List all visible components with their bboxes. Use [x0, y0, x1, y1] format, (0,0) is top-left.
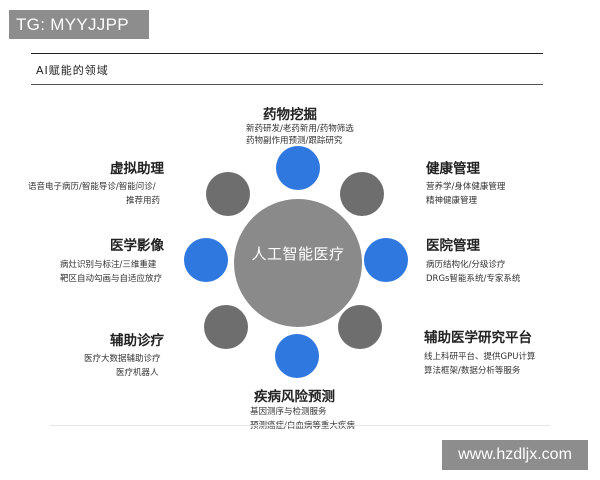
label-hospital-management: 医院管理 [426, 238, 480, 254]
desc-medical-imaging-1: 病灶识别与标注/三维重建 [60, 260, 157, 270]
watermark-badge-top: TG: MYYJJPP [9, 10, 149, 39]
desc-disease-prediction-1: 基因测序与检测服务 [250, 407, 327, 417]
desc-health-management-2: 精神健康管理 [426, 196, 478, 206]
desc-disease-prediction-2: 预测癌症/白血病等重大疾病 [250, 421, 355, 431]
desc-research-platform-2: 算法框架/数据分析等服务 [424, 366, 521, 376]
desc-hospital-management-2: DRGs智能系统/专家系统 [426, 274, 521, 284]
node-disease-prediction [275, 334, 319, 378]
watermark-badge-bottom: www.hzdljx.com [442, 440, 588, 470]
label-virtual-assistant: 虚拟助理 [110, 161, 164, 177]
footer-rule [50, 425, 550, 426]
node-medical-imaging [184, 238, 228, 282]
desc-assisted-diagnosis-1: 医疗大数据辅助诊疗 [84, 354, 161, 364]
header-top-rule [31, 53, 543, 54]
node-hospital-management [364, 238, 408, 282]
center-label: 人工智能医疗 [251, 245, 345, 263]
header-bottom-rule [31, 84, 543, 85]
label-research-platform: 辅助医学研究平台 [424, 330, 532, 346]
node-virtual-assistant [206, 172, 250, 216]
node-health-management [340, 172, 384, 216]
label-disease-prediction: 疾病风险预测 [254, 389, 335, 405]
desc-drug-mining-2: 药物副作用预测/跟踪研究 [246, 136, 343, 146]
desc-virtual-assistant-1: 语音电子病历/智能导诊/智能问诊/ [28, 182, 156, 192]
label-medical-imaging: 医学影像 [110, 238, 164, 254]
node-drug-mining [276, 146, 320, 190]
node-assisted-diagnosis [204, 305, 248, 349]
desc-health-management-1: 营养学/身体健康管理 [426, 182, 506, 192]
center-node [234, 199, 362, 327]
label-health-management: 健康管理 [426, 161, 480, 177]
node-research-platform [338, 305, 382, 349]
desc-research-platform-1: 线上科研平台、提供GPU计算 [424, 352, 536, 362]
desc-assisted-diagnosis-2: 医疗机器人 [116, 368, 159, 378]
label-assisted-diagnosis: 辅助诊疗 [110, 333, 164, 349]
header-title: AI赋能的领域 [36, 64, 109, 77]
desc-hospital-management-1: 病历结构化/分级诊疗 [426, 260, 506, 270]
desc-virtual-assistant-2: 推荐用药 [126, 196, 161, 206]
desc-drug-mining-1: 新药研发/老药新用/药物筛选 [246, 124, 354, 134]
desc-medical-imaging-2: 靶区自动勾画与自适应放疗 [60, 274, 163, 284]
label-drug-mining: 药物挖掘 [263, 107, 317, 123]
